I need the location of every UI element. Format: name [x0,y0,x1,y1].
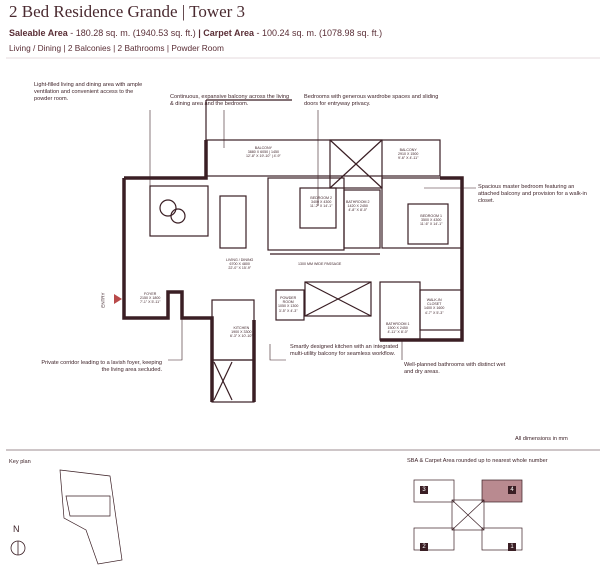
room-powder: POWDER ROOM 1050 X 1300 3'-5" X 4'-3" [278,296,299,313]
tower-badge-3: 3 [420,486,428,494]
rounding-note: SBA & Carpet Area rounded up to nearest … [407,458,548,464]
annotation-bedrooms: Bedrooms with generous wardrobe spaces a… [304,94,439,107]
room-balcony-main: BALCONY 3880 X 6050 | 1450 12'-8" X 19'-… [246,146,281,159]
entry-label: ENTRY [100,292,106,308]
carpet-value: - 100.24 sq. m. (1078.98 sq. ft.) [254,28,383,38]
key-plan-label: Key plan [9,459,31,465]
room-living-dining: LIVING / DINING 6700 X 4800 22'-0" X 15'… [226,258,254,271]
room-balcony-right: BALCONY 2910 X 1500 9'-6" X 4'-11" [398,148,419,161]
room-bathroom-2: BATHROOM 2 1420 X 2450 4'-8" X 8'-0" [346,200,370,213]
annotation-kitchen: Smartly designed kitchen with an integra… [290,344,399,357]
area-summary: Saleable Area - 180.28 sq. m. (1940.53 s… [9,28,382,38]
tower-badge-1: 1 [508,543,516,551]
saleable-value: - 180.28 sq. m. (1940.53 sq. ft.) [67,28,196,38]
saleable-label: Saleable Area [9,28,68,38]
room-bathroom-1: BATHROOM 1 1500 X 2450 4'-11" X 8'-0" [386,322,410,335]
room-kitchen: KITCHEN 1900 X 3300 6'-3" X 10'-10" [230,326,253,339]
room-bedroom-1: BEDROOM 1 3500 X 4300 11'-6" X 14'-1" [420,214,443,227]
room-bedroom-2: BEDROOM 2 3400 X 4300 11'-2" X 14'-1" [310,196,333,209]
annotation-living: Light-filled living and dining area with… [34,82,143,102]
annotation-corridor: Private corridor leading to a lavish foy… [41,360,162,373]
page-title: 2 Bed Residence Grande | Tower 3 [9,2,246,21]
room-foyer: FOYER 2150 X 1800 7'-1" X 5'-11" [140,292,161,305]
tower-badge-4: 4 [508,486,516,494]
annotation-balcony: Continuous, expansive balcony across the… [170,94,290,107]
room-walk-in-closet: WALK-IN CLOSET 1400 X 1600 4'-7" X 5'-3" [424,298,445,315]
annotation-bathrooms: Well-planned bathrooms with distinct wet… [404,362,506,375]
room-passage: 1300 MM WIDE PASSAGE [298,262,342,266]
carpet-label: | Carpet Area [195,28,254,38]
feature-list: Living / Dining | 2 Balconies | 2 Bathro… [9,43,224,53]
north-label: N [13,524,20,534]
tower-badge-2: 2 [420,543,428,551]
annotation-master: Spacious master bedroom featuring an att… [478,184,587,204]
dimensions-note: All dimensions in mm [515,436,568,442]
